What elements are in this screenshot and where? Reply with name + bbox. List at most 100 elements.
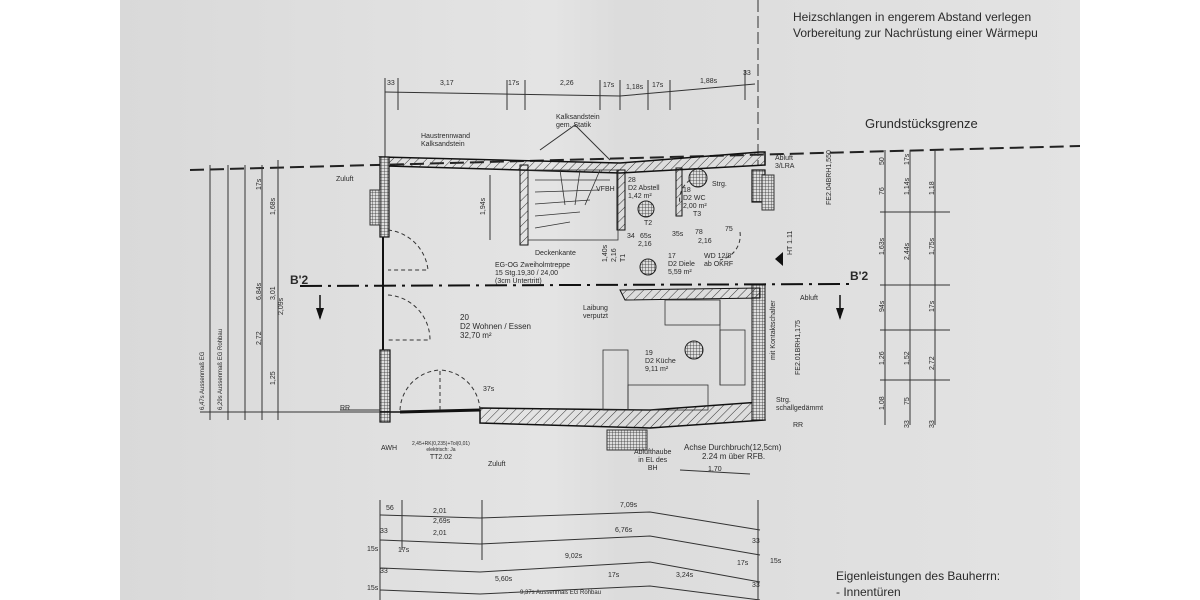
- kitchen-furniture: [602, 299, 746, 411]
- dimension-label: 37s: [483, 386, 495, 393]
- note-heating-2: Vorbereitung zur Nachrüstung einer Wärme…: [793, 26, 1038, 40]
- dimension-label: 6,84s: [256, 282, 263, 300]
- label-fe-right: FE2.01BRH1,175: [795, 320, 802, 375]
- dimension-label: 17s: [904, 153, 911, 165]
- property-line-label: Grundstücksgrenze: [865, 116, 978, 131]
- dimension-label: 2,01: [433, 508, 447, 515]
- dimension-label: 2,09s: [278, 297, 285, 315]
- dimension-label: 2,16: [638, 241, 652, 248]
- dimension-label: 15s: [367, 546, 379, 553]
- dimension-label: 76: [879, 187, 886, 195]
- label-deckenkante: Deckenkante: [535, 250, 576, 257]
- dimension-label: 94s: [879, 300, 886, 312]
- dimension-label: 3,24s: [676, 572, 694, 579]
- dimension-label: 1,68s: [270, 197, 277, 215]
- dimension-label: 2,44s: [904, 242, 911, 260]
- dimension-label: 56: [386, 505, 394, 512]
- dimension-label: 2,16: [698, 238, 712, 245]
- dimension-label: 50: [879, 157, 886, 165]
- dimension-label: 17s: [737, 560, 749, 567]
- label-outer-eg: 6,47s Aussenmaß EG: [200, 351, 206, 410]
- section-line: [299, 283, 851, 287]
- dimension-label: 2,72: [929, 356, 936, 370]
- label-t2: T2: [644, 220, 653, 227]
- dimension-label: 33: [380, 568, 388, 575]
- section-arrow-right: [836, 308, 844, 320]
- dimension-label: 17s: [652, 82, 664, 89]
- dimension-label: 17s: [603, 82, 615, 89]
- dimension-label: 9,02s: [565, 553, 583, 560]
- label-outer-eg-rohbau: 6,29s Aussenmaß EG Rohbau: [218, 328, 224, 410]
- room-name: D2 WC: [683, 195, 706, 203]
- section-label-right: B'2: [850, 269, 869, 283]
- room-area: 32,70 m²: [460, 331, 492, 341]
- dimension-label: 33: [380, 528, 388, 535]
- label-strg-schall: Strg.schallgedämmt: [776, 397, 824, 413]
- dimension-label: 1,08: [879, 396, 886, 410]
- label-achse: Achse Durchbruch(12,5cm)2.24 m über RFB.: [684, 443, 782, 462]
- owner-works-title: Eigenleistungen des Bauherrn:: [836, 569, 1001, 583]
- label-rr-left: RR: [340, 405, 351, 412]
- room-name: D2 Diele: [668, 261, 695, 269]
- room-name: D2 Abstell: [628, 185, 660, 193]
- dimension-label: 1,14s: [904, 177, 911, 195]
- label-t1: T1: [620, 253, 627, 262]
- dimension-label: 1,88s: [700, 78, 718, 85]
- dimension-label: 33: [743, 70, 751, 77]
- dimension-label: 15s: [367, 585, 379, 592]
- dimension-label: 1,26: [879, 351, 886, 365]
- dimension-label: 17s: [929, 300, 936, 312]
- dimension-label: 7,09s: [620, 502, 638, 509]
- triangle-marker: [775, 252, 783, 266]
- label-ht: HT 1.11: [787, 230, 794, 255]
- dimension-label: 75: [904, 397, 911, 405]
- dimension-label: 17s: [508, 80, 520, 87]
- doors: [387, 179, 741, 411]
- room-area: 9,11 m²: [645, 366, 669, 374]
- dimension-label: 1,75s: [929, 237, 936, 255]
- note-heating-1: Heizschlangen in engerem Abstand verlege…: [793, 10, 1032, 24]
- dimension-label: 2,69s: [433, 518, 451, 525]
- label-bottom-outer: 9,37s Aussenmaß EG Rohbau: [520, 590, 602, 596]
- dimension-label: 33: [929, 420, 936, 428]
- dimension-label: 1,18: [929, 181, 936, 195]
- label-kontakt: mit Kontaktschalter: [770, 300, 777, 360]
- label-rr-right: RR: [793, 422, 804, 429]
- top-dimension-line: [384, 0, 759, 165]
- dimension-label: 2,16: [611, 248, 618, 262]
- label-fe-top: FE2.04BRH1,550: [826, 150, 833, 205]
- dimension-label: 33: [904, 420, 911, 428]
- dimension-label: 34: [627, 233, 635, 240]
- dimension-label: 78: [695, 229, 703, 236]
- dimension-label: 1,25: [270, 371, 277, 385]
- room-area: 1,42 m²: [628, 193, 652, 201]
- owner-works-item: - Innentüren: [836, 585, 901, 599]
- room-name: D2 Wohnen / Essen: [460, 322, 532, 332]
- ceiling-lights: [637, 168, 708, 360]
- room-number: 28: [628, 177, 636, 184]
- label-strg-top: Strg.: [712, 181, 727, 188]
- label-abluft-right: Abluft: [800, 295, 818, 302]
- staircase: [527, 124, 619, 241]
- dimension-label: 75: [725, 226, 733, 233]
- label-vfbh: VFBH: [596, 186, 615, 193]
- room-number: 17: [668, 253, 676, 260]
- label-t3: T3: [693, 211, 702, 218]
- room-area: 2,00 m²: [683, 203, 707, 211]
- dimension-label: 17s: [256, 178, 263, 190]
- dimension-label: 65s: [640, 233, 652, 240]
- label-zuluft-bottom: Zuluft: [488, 461, 506, 468]
- label-zuluft-top: Zuluft: [336, 176, 354, 183]
